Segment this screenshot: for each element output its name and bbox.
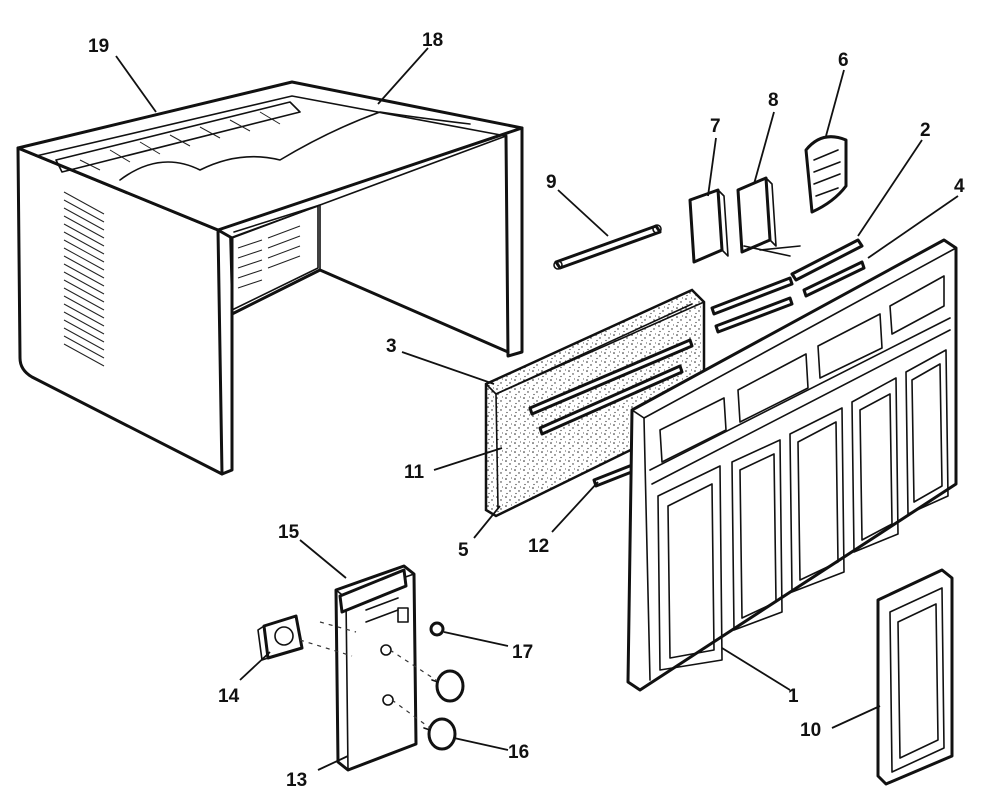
label-10: 10	[800, 720, 821, 741]
label-1: 1	[788, 686, 799, 707]
label-8: 8	[768, 90, 779, 111]
label-6: 6	[838, 50, 849, 71]
part-16-knob-lower	[423, 717, 457, 751]
label-5: 5	[458, 540, 469, 561]
part-6-clip	[804, 135, 848, 214]
label-4: 4	[954, 176, 965, 197]
label-16: 16	[508, 742, 529, 763]
leader-lines	[115, 47, 959, 771]
label-11: 11	[404, 462, 425, 483]
assembly-lines	[299, 621, 437, 729]
label-19: 19	[88, 36, 109, 57]
callout-labels: 19 18 9 7 8 6 2 4 3 11 5 12 15 17 14 1 1…	[88, 30, 965, 791]
part-14-switch	[257, 614, 304, 661]
label-3: 3	[386, 336, 397, 357]
part-16-knob-upper	[431, 669, 465, 703]
label-13: 13	[286, 770, 307, 791]
part-7-bracket	[688, 188, 729, 264]
part-13-control-panel	[334, 564, 418, 772]
part-10-door	[876, 568, 954, 786]
label-15: 15	[278, 522, 300, 543]
side-louvers	[63, 191, 105, 367]
part-17-screw	[429, 621, 445, 637]
label-12: 12	[528, 536, 549, 557]
part-1-front-grille	[626, 238, 958, 692]
inner-louvers	[237, 225, 301, 289]
label-2: 2	[920, 120, 931, 141]
top-louvers	[79, 111, 281, 171]
label-18: 18	[422, 30, 443, 51]
cabinet-wrapper	[16, 80, 524, 476]
part-9-rail	[553, 224, 662, 270]
part-2-strips	[710, 238, 866, 334]
label-17: 17	[512, 642, 533, 663]
label-7: 7	[710, 116, 721, 137]
label-9: 9	[546, 172, 557, 193]
label-14: 14	[218, 686, 240, 707]
part-8-bracket	[736, 176, 801, 257]
